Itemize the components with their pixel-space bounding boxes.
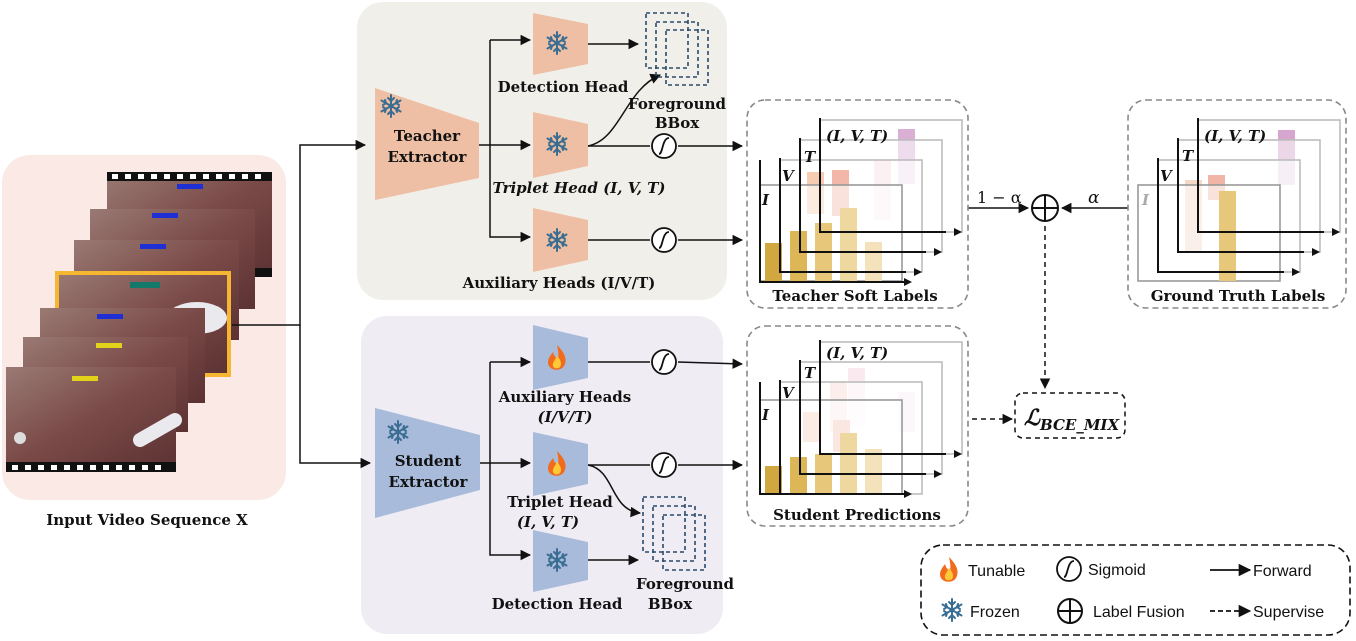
ground-truth-labels-chart: (I, V, T) T V I (1137, 118, 1341, 282)
teacher-soft-labels-chart: (I, V, T) T V I (759, 118, 963, 286)
loss-subscript: BCE_MIX (1039, 416, 1120, 434)
teacher-layer-i: I (761, 191, 770, 209)
student-auxiliary-line1: Auxiliary Heads (498, 388, 632, 406)
label-fusion-legend-icon (1057, 598, 1083, 624)
student-extractor: Student Extractor (375, 408, 480, 518)
student-triplet-head (533, 432, 588, 496)
legend-frozen: Frozen (970, 604, 1020, 621)
sigmoid-icon (651, 227, 677, 253)
student-auxiliary-head (533, 325, 588, 390)
loss-box (1014, 392, 1126, 439)
legend-sigmoid: Sigmoid (1088, 562, 1146, 579)
teacher-soft-labels-title: Teacher Soft Labels (772, 287, 937, 305)
sigmoid-icon (651, 349, 677, 375)
loss-symbol: ℒ (1024, 405, 1041, 431)
gt-layer-v: V (1160, 167, 1173, 185)
student-predictions-title: Student Predictions (773, 506, 941, 524)
teacher-triplet-head (533, 112, 588, 178)
teacher-layer-t: T (804, 148, 817, 166)
gt-layer-i: I (1141, 191, 1150, 209)
student-layer-v: V (782, 384, 795, 402)
student-bbox-icon (642, 496, 706, 571)
sigmoid-legend-icon (1056, 556, 1082, 582)
one-minus-alpha-label: 1 − α (977, 188, 1022, 207)
student-triplet-line2: (I, V, T) (517, 513, 579, 531)
student-foreground-line2: BBox (648, 595, 693, 613)
teacher-bbox-icon (645, 12, 709, 86)
alpha-label: α (1088, 188, 1100, 208)
legend-tunable: Tunable (968, 563, 1025, 580)
student-layer-i: I (761, 406, 770, 424)
video-frames (6, 172, 272, 472)
teacher-auxiliary-label: Auxiliary Heads (I/V/T) (462, 274, 656, 292)
student-predictions-chart: (I, V, T) T V I (759, 340, 963, 498)
teacher-detection-label: Detection Head (498, 78, 629, 96)
student-extractor-line2: Extractor (389, 473, 469, 491)
legend-forward: Forward (1253, 563, 1312, 580)
gt-layer-ivt: (I, V, T) (1204, 127, 1266, 145)
sigmoid-icon (651, 133, 677, 159)
student-extractor-line1: Student (395, 452, 462, 470)
label-fusion-icon (1031, 194, 1059, 222)
student-detection-label: Detection Head (492, 595, 623, 613)
teacher-foreground-line1: Foreground (628, 95, 726, 113)
teacher-triplet-label: Triplet Head (I, V, T) (493, 179, 666, 197)
gt-layer-t: T (1182, 147, 1195, 165)
teacher-extractor-line1: Teacher (394, 127, 461, 145)
student-layer-ivt: (I, V, T) (826, 344, 888, 362)
teacher-detection-head (533, 13, 588, 75)
student-layer-t: T (804, 364, 817, 382)
input-caption: Input Video Sequence X (46, 511, 248, 529)
teacher-foreground-line2: BBox (655, 114, 700, 132)
legend-supervise: Supervise (1253, 604, 1324, 621)
teacher-layer-ivt: (I, V, T) (826, 127, 888, 145)
student-auxiliary-line2: (I/V/T) (538, 408, 593, 426)
student-detection-head (533, 530, 588, 592)
teacher-extractor: Teacher Extractor (375, 88, 479, 200)
legend-label-fusion: Label Fusion (1093, 604, 1185, 621)
ground-truth-labels-title: Ground Truth Labels (1151, 287, 1326, 305)
teacher-layer-v: V (782, 167, 795, 185)
sigmoid-icon (651, 452, 677, 478)
legend-box (920, 544, 1351, 636)
teacher-auxiliary-head (533, 208, 588, 272)
student-foreground-line1: Foreground (636, 575, 734, 593)
teacher-extractor-line2: Extractor (388, 148, 468, 166)
student-triplet-line1: Triplet Head (507, 493, 613, 511)
